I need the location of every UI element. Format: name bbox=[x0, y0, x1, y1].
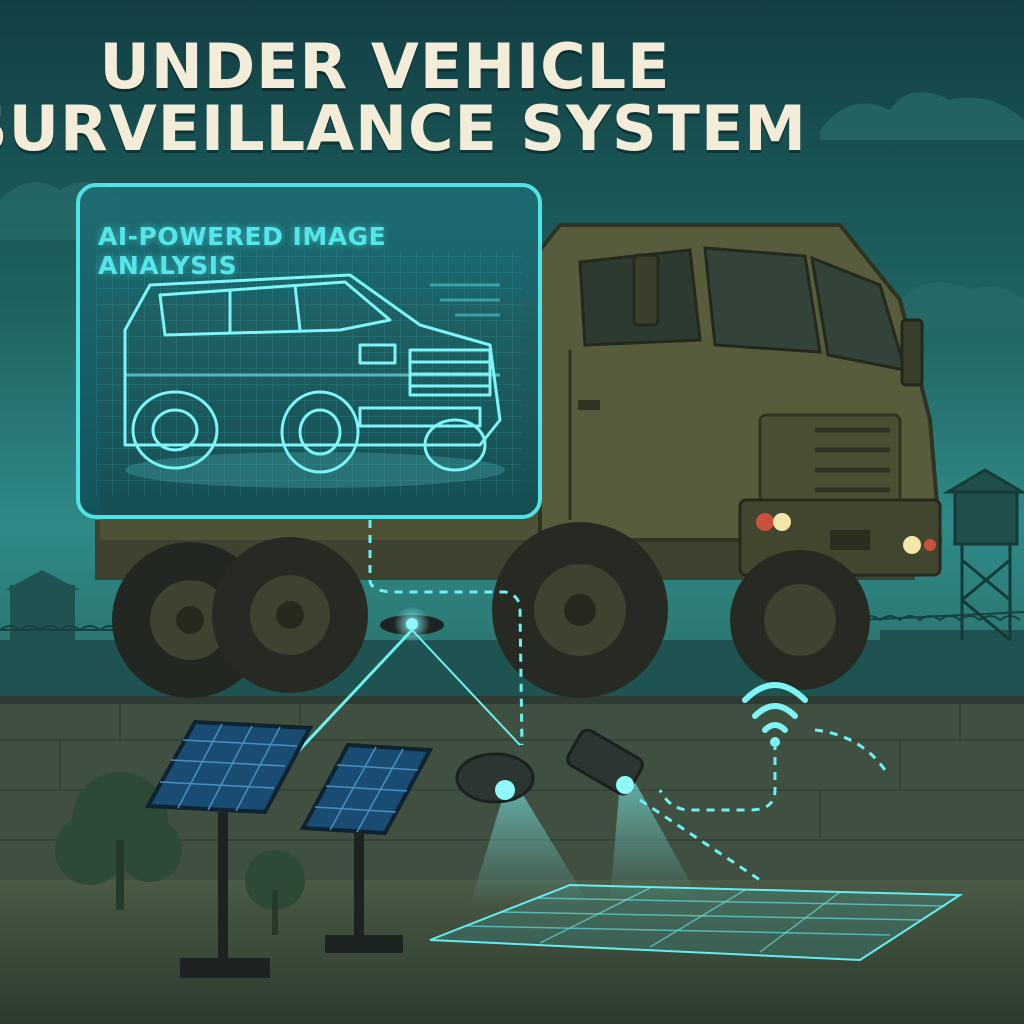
road-edge bbox=[0, 696, 1024, 704]
underbody-scanner bbox=[288, 606, 521, 762]
solar-panel-right bbox=[299, 742, 434, 953]
title-line-1: UNDER VEHICLE bbox=[99, 30, 671, 103]
tree-small bbox=[245, 850, 305, 935]
suv-wheels bbox=[131, 390, 487, 474]
watch-tower bbox=[942, 468, 1024, 642]
analysis-panel bbox=[76, 183, 542, 519]
camera-left bbox=[455, 752, 590, 905]
truck-wheels bbox=[112, 522, 870, 698]
solar-panel-left bbox=[144, 719, 314, 978]
panel-heading: AI-POWERED IMAGE ANALYSIS bbox=[98, 222, 387, 280]
data-links bbox=[368, 520, 887, 882]
camera-right bbox=[566, 728, 700, 900]
title-line-2: SURVEILLANCE SYSTEM bbox=[0, 92, 807, 165]
suv-wireframe bbox=[123, 273, 502, 447]
tree-left bbox=[55, 772, 182, 910]
